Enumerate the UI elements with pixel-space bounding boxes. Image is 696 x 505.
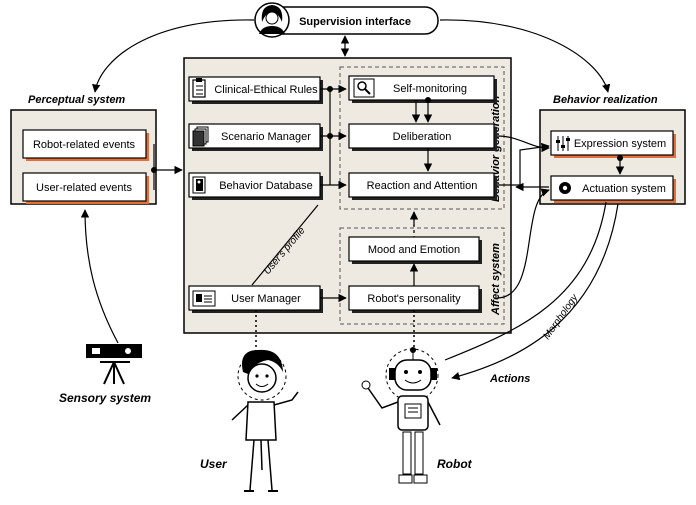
svg-text:Expression system: Expression system (574, 138, 666, 150)
svg-text:Robot-related events: Robot-related events (33, 139, 136, 151)
id-card-icon (192, 290, 216, 307)
svg-text:Reaction and Attention: Reaction and Attention (367, 180, 478, 192)
svg-text:Mood and Emotion: Mood and Emotion (368, 244, 460, 256)
clipboard-icon (192, 78, 206, 98)
svg-text:Behavior Database: Behavior Database (219, 180, 313, 192)
sensory-system-label: Sensory system (59, 391, 151, 405)
robot-related-events-box[interactable]: Robot-related events (22, 129, 149, 161)
morphology-label: Morphology (541, 292, 581, 342)
document-stack-icon (192, 126, 209, 147)
sensor-bar-icon (86, 344, 142, 385)
svg-text:Robot's personality: Robot's personality (367, 293, 461, 305)
svg-text:User-related events: User-related events (36, 182, 132, 194)
affect-system-title: Affect system (490, 243, 502, 316)
robot-figure (361, 347, 441, 484)
user-related-events-box[interactable]: User-related events (22, 172, 149, 204)
svg-text:Scenario Manager: Scenario Manager (221, 131, 311, 143)
behavior-database-box[interactable]: Behavior Database (188, 172, 323, 200)
gear-icon (559, 182, 571, 194)
actions-label: Actions (489, 373, 530, 385)
user-label: User (200, 457, 228, 471)
svg-text:Clinical-Ethical Rules: Clinical-Ethical Rules (214, 84, 318, 96)
clinical-ethical-rules-box[interactable]: Clinical-Ethical Rules (188, 76, 323, 104)
magnifier-icon (353, 78, 375, 98)
behavior-realization-title: Behavior realization (553, 94, 658, 106)
svg-text:Self-monitoring: Self-monitoring (393, 83, 467, 95)
deliberation-box[interactable]: Deliberation (348, 123, 497, 151)
supervision-interface[interactable]: Supervision interface (257, 6, 439, 35)
affect-system-group (339, 227, 505, 325)
database-icon (192, 176, 206, 194)
mood-emotion-box[interactable]: Mood and Emotion (348, 236, 482, 264)
scenario-manager-box[interactable]: Scenario Manager (188, 123, 323, 151)
supervisor-avatar-icon (254, 2, 290, 38)
reaction-attention-box[interactable]: Reaction and Attention (348, 172, 497, 200)
actuation-system-box[interactable]: Actuation system (550, 175, 676, 203)
svg-text:Deliberation: Deliberation (393, 131, 452, 143)
svg-text:User Manager: User Manager (231, 293, 301, 305)
user-figure (231, 349, 299, 492)
expression-system-box[interactable]: Expression system (550, 130, 676, 158)
robot-label: Robot (437, 457, 473, 471)
svg-text:Actuation system: Actuation system (582, 183, 666, 195)
svg-text:Supervision interface: Supervision interface (299, 16, 411, 28)
perceptual-system-title: Perceptual system (28, 94, 125, 106)
sliders-icon (556, 136, 570, 151)
robots-personality-box[interactable]: Robot's personality (348, 285, 482, 313)
